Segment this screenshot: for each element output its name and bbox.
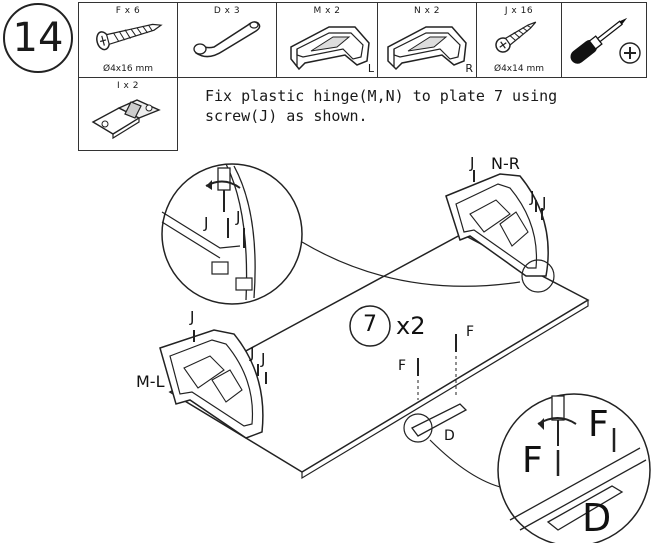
- handle-d-detail: [546, 485, 624, 531]
- part-cell-j: J x 16 Ø4x14 mm: [476, 2, 562, 78]
- screwdriver-icon: [205, 167, 241, 212]
- screwdriver-icon: [570, 17, 641, 64]
- part-cell-n: N x 2 R: [377, 2, 477, 78]
- label-hinge-m-left: M-L: [136, 372, 165, 391]
- plastic-hinge-left-icon: [290, 26, 370, 71]
- part-side: L: [367, 62, 374, 75]
- label-screw-j: J: [204, 214, 209, 232]
- detail-target-handle: [403, 413, 433, 443]
- part-cell-d: D x 3: [177, 2, 277, 78]
- detail-target-right: [521, 259, 555, 293]
- hinge-block-detail: [211, 261, 229, 275]
- magnifier-leader-line: [429, 439, 505, 489]
- screw-j-icon: [227, 218, 245, 248]
- part-side: R: [465, 62, 473, 75]
- label-screw-j: J: [250, 344, 255, 362]
- part-label: J x 16: [504, 6, 534, 16]
- label-plate-number: 7: [363, 312, 377, 337]
- screw-f-icon: [417, 334, 457, 400]
- hinge-bracket-icon: [91, 99, 161, 140]
- label-screw-f: F: [522, 440, 543, 481]
- handle-icon: [193, 21, 261, 58]
- label-hinge-n-right: N-R: [491, 154, 520, 173]
- screw-short-icon: [495, 21, 537, 53]
- screw-j-icon: [193, 170, 543, 384]
- part-label: N x 2: [413, 6, 440, 16]
- label-screw-j: J: [261, 350, 266, 368]
- handle-d: [411, 403, 468, 437]
- part-label: M x 2: [313, 6, 341, 16]
- plate-edge-detail: [161, 211, 241, 249]
- screwdriver-icon: [537, 395, 577, 446]
- label-screw-j: J: [470, 154, 475, 172]
- label-plate-quantity: x2: [396, 312, 426, 340]
- label-screw-f: F: [398, 358, 407, 374]
- label-screw-f: F: [588, 404, 609, 445]
- plastic-hinge-right-icon: [387, 26, 467, 71]
- plate-edge-detail: [509, 447, 641, 521]
- screw-f-icon: [556, 428, 616, 476]
- part-cell-f: F x 6 Ø4x16 mm: [78, 2, 178, 78]
- hinge-m-left: [159, 329, 264, 439]
- detail-magnifier-left: [161, 163, 303, 305]
- plate-edge-detail: [519, 459, 647, 531]
- magnifier-leader-line: [301, 241, 521, 287]
- part-label: D x 3: [213, 6, 241, 16]
- hinge-edge-detail: [233, 165, 256, 299]
- part-cell-i: I x 2: [78, 77, 178, 151]
- plate-7-edge: [301, 300, 589, 480]
- part-size: Ø4x14 mm: [494, 64, 544, 74]
- label-handle-d: D: [444, 428, 455, 444]
- part-size: Ø4x16 mm: [103, 64, 153, 74]
- hinge-block-detail: [235, 277, 253, 291]
- label-screw-j: J: [236, 208, 241, 226]
- label-screw-j: J: [542, 194, 547, 212]
- part-label: F x 6: [115, 6, 141, 16]
- plate-edge-detail: [161, 221, 221, 259]
- plate-number-circle: [349, 305, 391, 347]
- label-screw-j: J: [190, 308, 195, 326]
- part-cell-m: M x 2 L: [276, 2, 378, 78]
- hinge-n-right: [445, 173, 549, 277]
- instruction-text: Fix plastic hinge(M,N) to plate 7 using …: [205, 87, 558, 125]
- label-screw-f: F: [466, 324, 475, 340]
- label-handle-d: D: [582, 496, 612, 540]
- part-cell-tool: [561, 2, 647, 78]
- screw-long-icon: [96, 23, 163, 51]
- step-number: 14: [3, 3, 73, 73]
- label-screw-j: J: [530, 188, 535, 206]
- part-label: I x 2: [117, 81, 139, 91]
